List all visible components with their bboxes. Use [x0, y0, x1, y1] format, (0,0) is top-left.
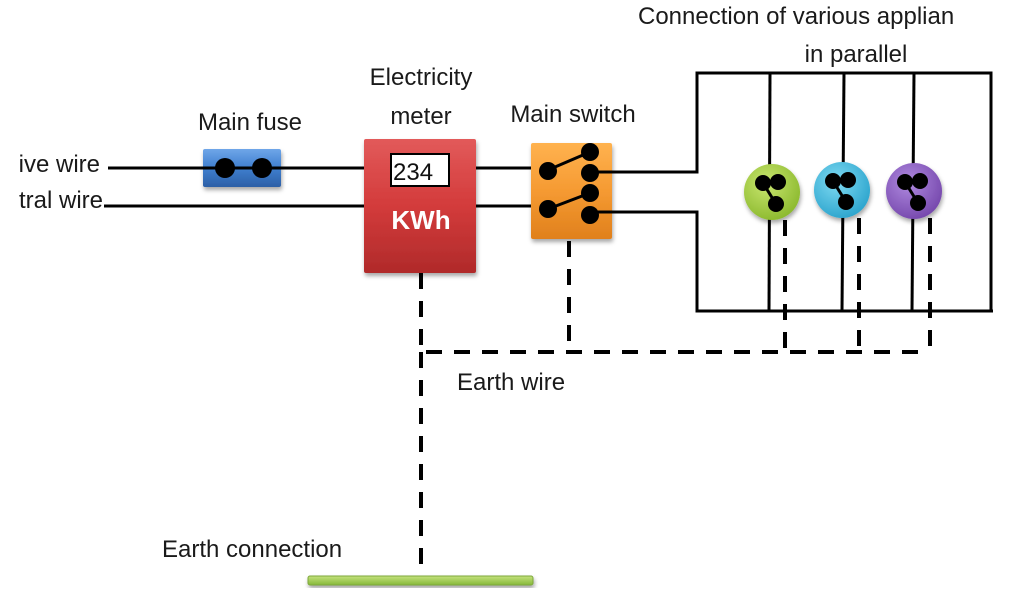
- switch-to-parallel-neutral: [598, 210, 993, 313]
- earth-wire-label: Earth wire: [457, 369, 565, 396]
- appliance-body: [814, 162, 870, 218]
- main-switch: [531, 143, 612, 239]
- switch-contact-icon: [581, 206, 599, 224]
- switch-contact-icon: [539, 162, 557, 180]
- earth-plate: [307, 575, 534, 586]
- appliance-contact-icon: [838, 194, 854, 210]
- appliances-label-line1: Connection of various applian: [638, 3, 954, 30]
- appliance-3: [886, 163, 942, 219]
- appliance-contact-icon: [910, 195, 926, 211]
- switch-contact-icon: [581, 143, 599, 161]
- appliance-contact-icon: [770, 174, 786, 190]
- appliance-contact-icon: [897, 174, 913, 190]
- appliance-body: [886, 163, 942, 219]
- live-wire-label: ive wire: [19, 151, 100, 178]
- meter-label-line1: Electricity: [370, 64, 473, 91]
- fuse-contact-icon: [252, 158, 272, 178]
- appliance-contact-icon: [825, 173, 841, 189]
- switch-contact-icon: [581, 184, 599, 202]
- switch-contact-icon: [581, 164, 599, 182]
- appliances-group: [744, 162, 942, 220]
- appliance-1: [744, 164, 800, 220]
- switch-contact-icon: [539, 200, 557, 218]
- neutral-wire-label: tral wire: [19, 187, 103, 214]
- main-fuse-label: Main fuse: [198, 109, 302, 136]
- main-fuse: [203, 149, 281, 187]
- appliance-2: [814, 162, 870, 218]
- meter-reading: 234: [393, 159, 433, 186]
- appliances-label-line2: in parallel: [805, 41, 908, 68]
- meter-label-line2: meter: [390, 103, 451, 130]
- meter-unit: KWh: [391, 205, 450, 235]
- appliance-body: [744, 164, 800, 220]
- meter-display: [390, 153, 450, 187]
- appliance-contact-icon: [912, 173, 928, 189]
- electricity-meter: 234 KWh: [364, 139, 476, 273]
- appliance-contact-icon: [755, 175, 771, 191]
- main-switch-label: Main switch: [510, 101, 635, 128]
- fuse-contact-icon: [215, 158, 235, 178]
- earth-connection-label: Earth connection: [162, 536, 342, 563]
- appliance-contact-icon: [768, 196, 784, 212]
- appliance-contact-icon: [840, 172, 856, 188]
- switch-to-parallel-live: [598, 71, 993, 311]
